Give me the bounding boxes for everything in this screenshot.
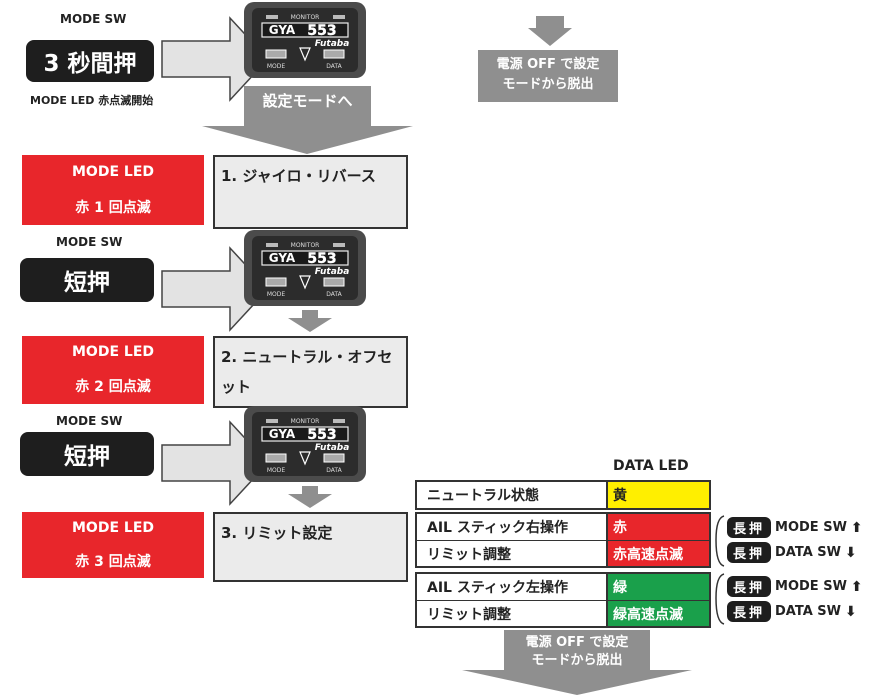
data-led-header: DATA LED bbox=[613, 458, 689, 474]
ail-left-label: AIL スティック左操作 bbox=[427, 580, 568, 596]
mode-sw-label-3: MODE SW bbox=[56, 414, 123, 428]
mode-sw-label-1: MODE SW bbox=[60, 12, 127, 26]
svg-text:Futaba: Futaba bbox=[315, 39, 350, 49]
svg-text:GYA: GYA bbox=[269, 251, 296, 265]
monitor-text: MONITOR bbox=[291, 14, 320, 21]
long-press-data-sw-down-1: 長押 DATA SW ⬇ bbox=[727, 542, 857, 563]
long-press-badge: 長押 bbox=[727, 517, 772, 538]
step-2-neutral-offset: 2. ニュートラル・オフセット bbox=[213, 336, 408, 408]
long-press-badge: 長押 bbox=[727, 601, 772, 622]
arrow-to-device-3 bbox=[161, 420, 270, 506]
mode-led-step-3: MODE LED 赤 3 回点滅 bbox=[22, 512, 204, 578]
brackets bbox=[715, 515, 725, 625]
mode-sw-label-2: MODE SW bbox=[56, 235, 123, 249]
arrow-exit-top bbox=[528, 16, 572, 46]
gyro-device-3: MONITOR GYA 553 Futaba MODE DATA bbox=[244, 406, 366, 482]
svg-text:553: 553 bbox=[307, 251, 336, 267]
long-press-data-sw-down-2: 長押 DATA SW ⬇ bbox=[727, 601, 857, 622]
arrow-up-icon: ⬆ bbox=[850, 578, 863, 595]
mode-led-step-1: MODE LED 赤 1 回点滅 bbox=[22, 155, 204, 225]
svg-text:MODE: MODE bbox=[267, 467, 286, 474]
neutral-state-label: ニュートラル状態 bbox=[427, 488, 539, 504]
arrow-down-icon: ⬇ bbox=[845, 544, 857, 561]
arrow-up-icon: ⬆ bbox=[850, 519, 863, 536]
press-3sec-badge: 3 秒間押 bbox=[26, 40, 154, 82]
exit-setting-bottom: 電源 OFF で設定 モードから脱出 bbox=[525, 635, 629, 668]
svg-text:GYA: GYA bbox=[269, 427, 296, 441]
mode-led-blink-start-label: MODE LED 赤点滅開始 bbox=[30, 94, 154, 107]
ail-left-led: 緑 bbox=[606, 574, 709, 600]
ail-right-table: AIL スティック右操作 赤 リミット調整 赤高速点滅 bbox=[415, 512, 711, 568]
neutral-state-row: ニュートラル状態 黄 bbox=[415, 480, 711, 510]
svg-text:553: 553 bbox=[307, 23, 336, 39]
svg-text:MODE: MODE bbox=[267, 63, 286, 70]
arrow-to-device-2 bbox=[161, 246, 270, 332]
ail-right-label: AIL スティック右操作 bbox=[427, 520, 568, 536]
gyro-device-2: MONITOR GYA 553 Futaba MODE DATA bbox=[244, 230, 366, 306]
arrow-to-device-1 bbox=[161, 16, 270, 102]
svg-text:Futaba: Futaba bbox=[315, 443, 350, 453]
short-press-badge-1: 短押 bbox=[20, 258, 154, 302]
long-press-badge: 長押 bbox=[727, 542, 772, 563]
exit-setting-top: 電源 OFF で設定 モードから脱出 bbox=[478, 50, 618, 102]
ail-left-table: AIL スティック左操作 緑 リミット調整 緑高速点滅 bbox=[415, 572, 711, 628]
neutral-state-led: 黄 bbox=[606, 482, 709, 508]
ail-right-limit-label: リミット調整 bbox=[417, 540, 606, 566]
long-press-mode-sw-up-2: 長押 MODE SW ⬆ bbox=[727, 576, 863, 597]
ail-right-led: 赤 bbox=[606, 514, 709, 540]
short-press-badge-2: 短押 bbox=[20, 432, 154, 476]
arrow-exit-bottom bbox=[462, 630, 692, 695]
ail-right-limit-led: 赤高速点滅 bbox=[606, 540, 709, 566]
svg-text:MONITOR: MONITOR bbox=[291, 418, 320, 425]
ail-left-limit-label: リミット調整 bbox=[417, 600, 606, 626]
svg-text:553: 553 bbox=[307, 427, 336, 443]
svg-text:MONITOR: MONITOR bbox=[291, 242, 320, 249]
arrow-down-1 bbox=[288, 310, 332, 332]
svg-text:DATA: DATA bbox=[326, 291, 342, 298]
gyro-device-1: MONITOR GYA 553 Futaba MODE DATA bbox=[244, 2, 366, 78]
long-press-badge: 長押 bbox=[727, 576, 772, 597]
svg-text:DATA: DATA bbox=[326, 63, 342, 70]
svg-text:DATA: DATA bbox=[326, 467, 342, 474]
svg-text:MODE: MODE bbox=[267, 291, 286, 298]
step-1-gyro-reverse: 1. ジャイロ・リバース bbox=[213, 155, 408, 229]
mode-led-step-2: MODE LED 赤 2 回点滅 bbox=[22, 336, 204, 404]
to-setting-mode-label: 設定モードへ bbox=[262, 92, 353, 110]
svg-text:Futaba: Futaba bbox=[315, 267, 350, 277]
svg-text:GYA: GYA bbox=[269, 23, 296, 37]
arrow-down-icon: ⬇ bbox=[845, 603, 857, 620]
arrow-down-2 bbox=[288, 486, 332, 508]
ail-left-limit-led: 緑高速点滅 bbox=[606, 600, 709, 626]
arrow-to-setting-mode bbox=[202, 86, 413, 154]
long-press-mode-sw-up-1: 長押 MODE SW ⬆ bbox=[727, 517, 863, 538]
step-3-limit-setting: 3. リミット設定 bbox=[213, 512, 408, 582]
